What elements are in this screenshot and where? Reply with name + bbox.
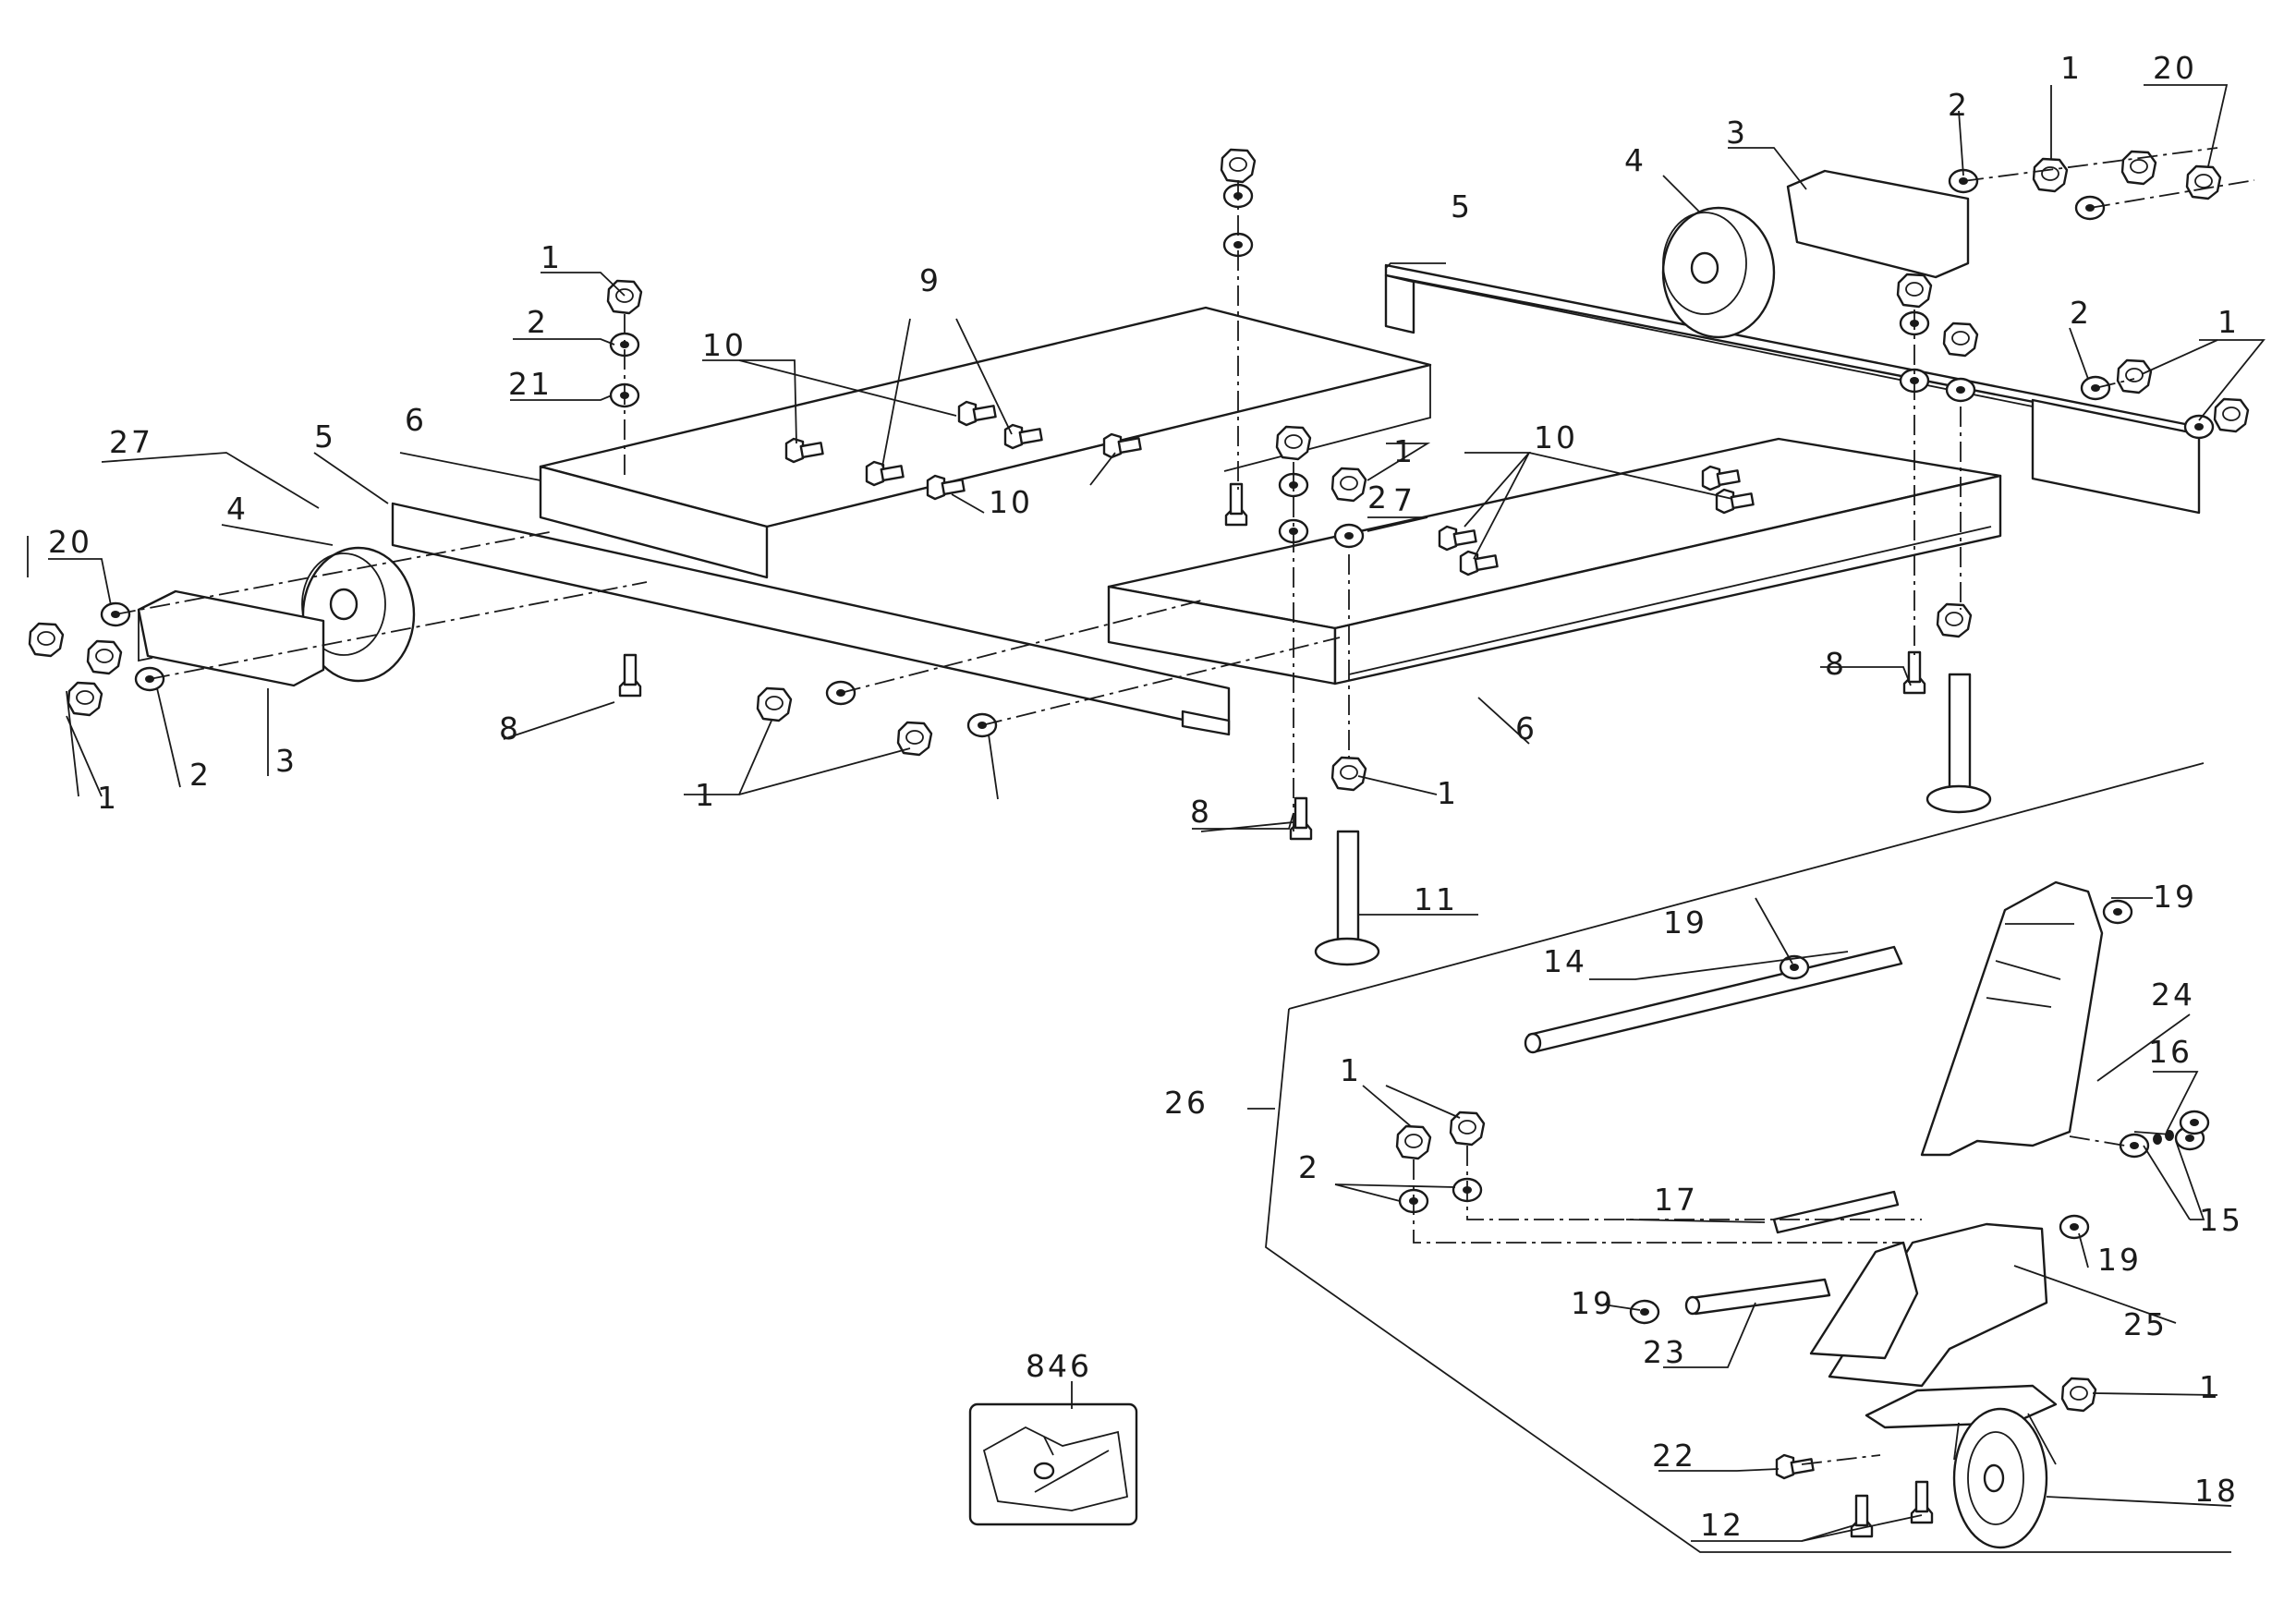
subassembly-callout: 26 [1164, 1085, 1209, 1121]
callout-l8b: 8 [1190, 794, 1212, 830]
callout-l10a: 10 [702, 327, 747, 363]
wheel-right [1661, 206, 1776, 339]
callout-l1c: 1 [97, 780, 119, 816]
callout-l15: 15 [2199, 1202, 2243, 1238]
callout-l5a: 5 [314, 419, 336, 455]
callout-l11: 11 [1414, 881, 1458, 917]
pin-23 [1684, 1278, 1831, 1316]
callout-l2f: 2 [1298, 1149, 1320, 1185]
callout-l3a: 3 [275, 743, 298, 779]
leveling-foot-rear [1925, 673, 1992, 814]
callout-l4b: 4 [1624, 142, 1646, 178]
callout-l17: 17 [1654, 1182, 1698, 1218]
callout-l14: 14 [1543, 943, 1587, 979]
callout-l5b: 5 [1451, 188, 1473, 225]
callout-l2a: 2 [527, 304, 549, 340]
callout-l23: 23 [1643, 1334, 1687, 1370]
wheel-left [301, 546, 416, 683]
callout-l21: 21 [508, 366, 553, 402]
callout-l19c: 19 [2097, 1242, 2142, 1278]
callout-labels: 1 2 21 27 20 4 5 6 10 9 10 1 2 3 8 1 2 1… [48, 50, 2243, 1543]
leveling-foot-front [1314, 830, 1380, 966]
callout-l20a: 20 [48, 524, 92, 560]
wheel-bracket-right [1786, 169, 1970, 279]
subassembly-outline [1265, 762, 2231, 1553]
callout-l22: 22 [1652, 1438, 1696, 1474]
callout-l1d: 1 [695, 777, 717, 813]
callout-l1h: 1 [1340, 1052, 1362, 1088]
pin-17 [1772, 1190, 1900, 1234]
assembly-lines-main [115, 147, 2255, 831]
callout-l8a: 8 [499, 710, 521, 746]
callout-l19a: 19 [2153, 879, 2197, 915]
callout-l18: 18 [2194, 1473, 2239, 1509]
callout-l8c: 8 [1825, 646, 1847, 682]
callout-l1g: 1 [2217, 304, 2240, 340]
leader-lines [27, 84, 2266, 1542]
callout-l1f: 1 [2060, 50, 2083, 86]
callout-l20b: 20 [2153, 50, 2197, 86]
mount-plate-24 [1920, 880, 2104, 1157]
caster-18 [1865, 1384, 2058, 1549]
kit-number: 846 [1026, 1348, 1092, 1384]
frame-cross-member-right [1107, 437, 2002, 686]
callout-l1i: 1 [2199, 1369, 2221, 1405]
callout-l1e: 1 [1437, 775, 1459, 811]
callout-l25: 25 [2123, 1306, 2168, 1342]
callout-l19d: 19 [1571, 1285, 1615, 1321]
callout-l2e: 2 [2070, 295, 2092, 331]
callout-l2d: 2 [1948, 87, 1970, 123]
callout-l2c: 2 [189, 757, 212, 793]
callout-l9: 9 [919, 262, 941, 298]
callout-l10c: 10 [1534, 419, 1578, 455]
callout-l6b: 6 [1515, 710, 1537, 746]
callout-l24: 24 [2151, 977, 2195, 1013]
callout-l1b: 1 [1393, 433, 1415, 469]
callout-l7: 7 [1393, 482, 1415, 518]
callout-l6a: 6 [405, 402, 427, 438]
fasteners-subassembly [1395, 899, 2210, 1538]
hardware-kit-846 [968, 1402, 1138, 1526]
callout-l19b: 19 [1663, 904, 1707, 941]
callout-l4a: 4 [226, 491, 249, 527]
callout-l10b: 10 [989, 484, 1033, 520]
frame-side-rail-rear [1384, 263, 2201, 515]
callout-l16: 16 [2148, 1034, 2193, 1070]
callout-l12: 12 [1700, 1507, 1744, 1543]
callout-l27: 27 [109, 424, 153, 460]
callout-l1a: 1 [541, 239, 563, 275]
callout-l3b: 3 [1726, 115, 1748, 151]
callout-l2b: 2 [1367, 479, 1390, 516]
wheel-bracket-left [137, 589, 325, 687]
shaft-14 [1524, 945, 1903, 1054]
bracket-25 [1809, 1222, 2048, 1388]
frame-side-rail-front [391, 502, 1231, 736]
